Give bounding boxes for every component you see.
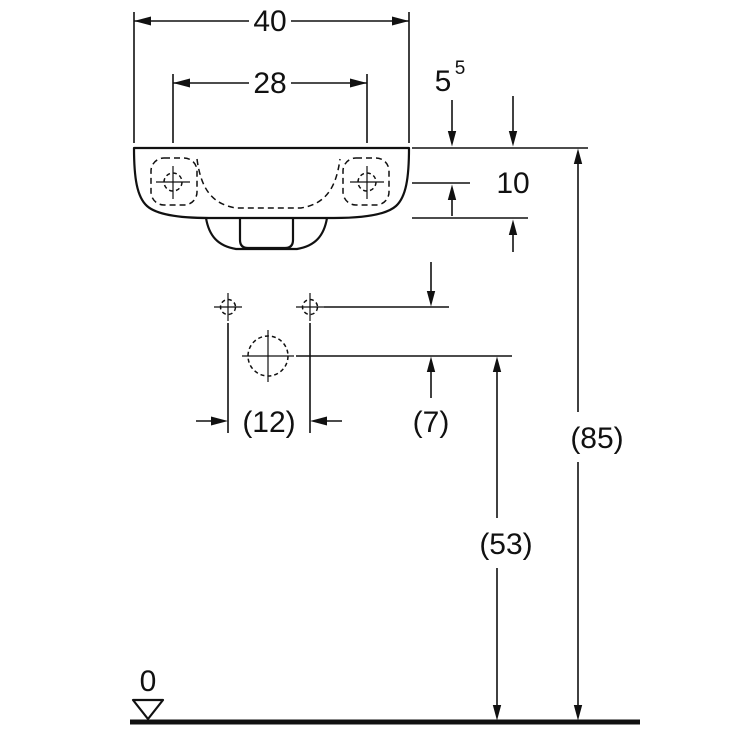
upper-arrowhead-down	[447, 131, 457, 147]
waste-outlet	[242, 330, 294, 382]
dim-tap-hole-spacing: 28	[172, 67, 368, 143]
tap-deck-right-hidden	[342, 157, 390, 206]
bottom-arrowhead-down	[492, 705, 502, 721]
right-arrowhead-left	[310, 416, 327, 426]
floor-level-label: 0	[140, 665, 157, 698]
arrowhead-left	[134, 16, 151, 26]
arrowhead-right	[350, 78, 367, 88]
dim-apron-height-label: 10	[496, 167, 529, 200]
drain-cover-outline	[238, 218, 295, 250]
reference-lines	[296, 147, 588, 357]
level-marker-triangle	[131, 698, 165, 721]
lower-arrowhead-up	[447, 184, 457, 200]
fixing-holes	[214, 293, 324, 321]
bowl-hidden-edge	[196, 158, 341, 209]
dim-rim-to-tap-hole: 5 5	[435, 58, 466, 216]
dim-rim-height: (85)	[570, 148, 624, 721]
dim-fixing-to-outlet: (7)	[413, 262, 450, 439]
dim-rim-to-tap-hole-label: 5	[435, 65, 452, 98]
dim-rim-height-label: (85)	[570, 422, 623, 455]
lower-arrowhead-up	[426, 356, 436, 372]
top-arrowhead-up	[492, 356, 502, 372]
upper-arrowhead-down	[426, 291, 436, 307]
dim-outlet-height-label: (53)	[479, 528, 532, 561]
basin-front-view	[132, 146, 411, 251]
floor-level: 0	[130, 665, 640, 725]
dim-rim-to-tap-hole-superscript: 5	[455, 58, 466, 79]
basin-outline	[132, 146, 411, 220]
tap-deck-left-hidden	[150, 157, 198, 206]
dim-fixing-hole-spacing-label: (12)	[242, 406, 295, 439]
dim-fixing-hole-spacing: (12)	[196, 323, 342, 439]
trap-cover-outline	[204, 217, 329, 251]
arrowhead-left	[173, 78, 190, 88]
bottom-arrowhead-down	[573, 705, 583, 721]
left-arrowhead-right	[211, 416, 228, 426]
dim-outlet-height: (53)	[479, 356, 533, 721]
dim-tap-hole-spacing-label: 28	[253, 67, 286, 100]
upper-arrowhead-down	[508, 131, 518, 147]
dim-overall-width-label: 40	[253, 5, 286, 38]
top-arrowhead-up	[573, 148, 583, 164]
dim-apron-height: 10	[496, 96, 530, 252]
dim-overall-width: 40	[133, 5, 410, 143]
dim-fixing-to-outlet-label: (7)	[413, 406, 450, 439]
lower-arrowhead-up	[508, 219, 518, 235]
arrowhead-right	[392, 16, 409, 26]
